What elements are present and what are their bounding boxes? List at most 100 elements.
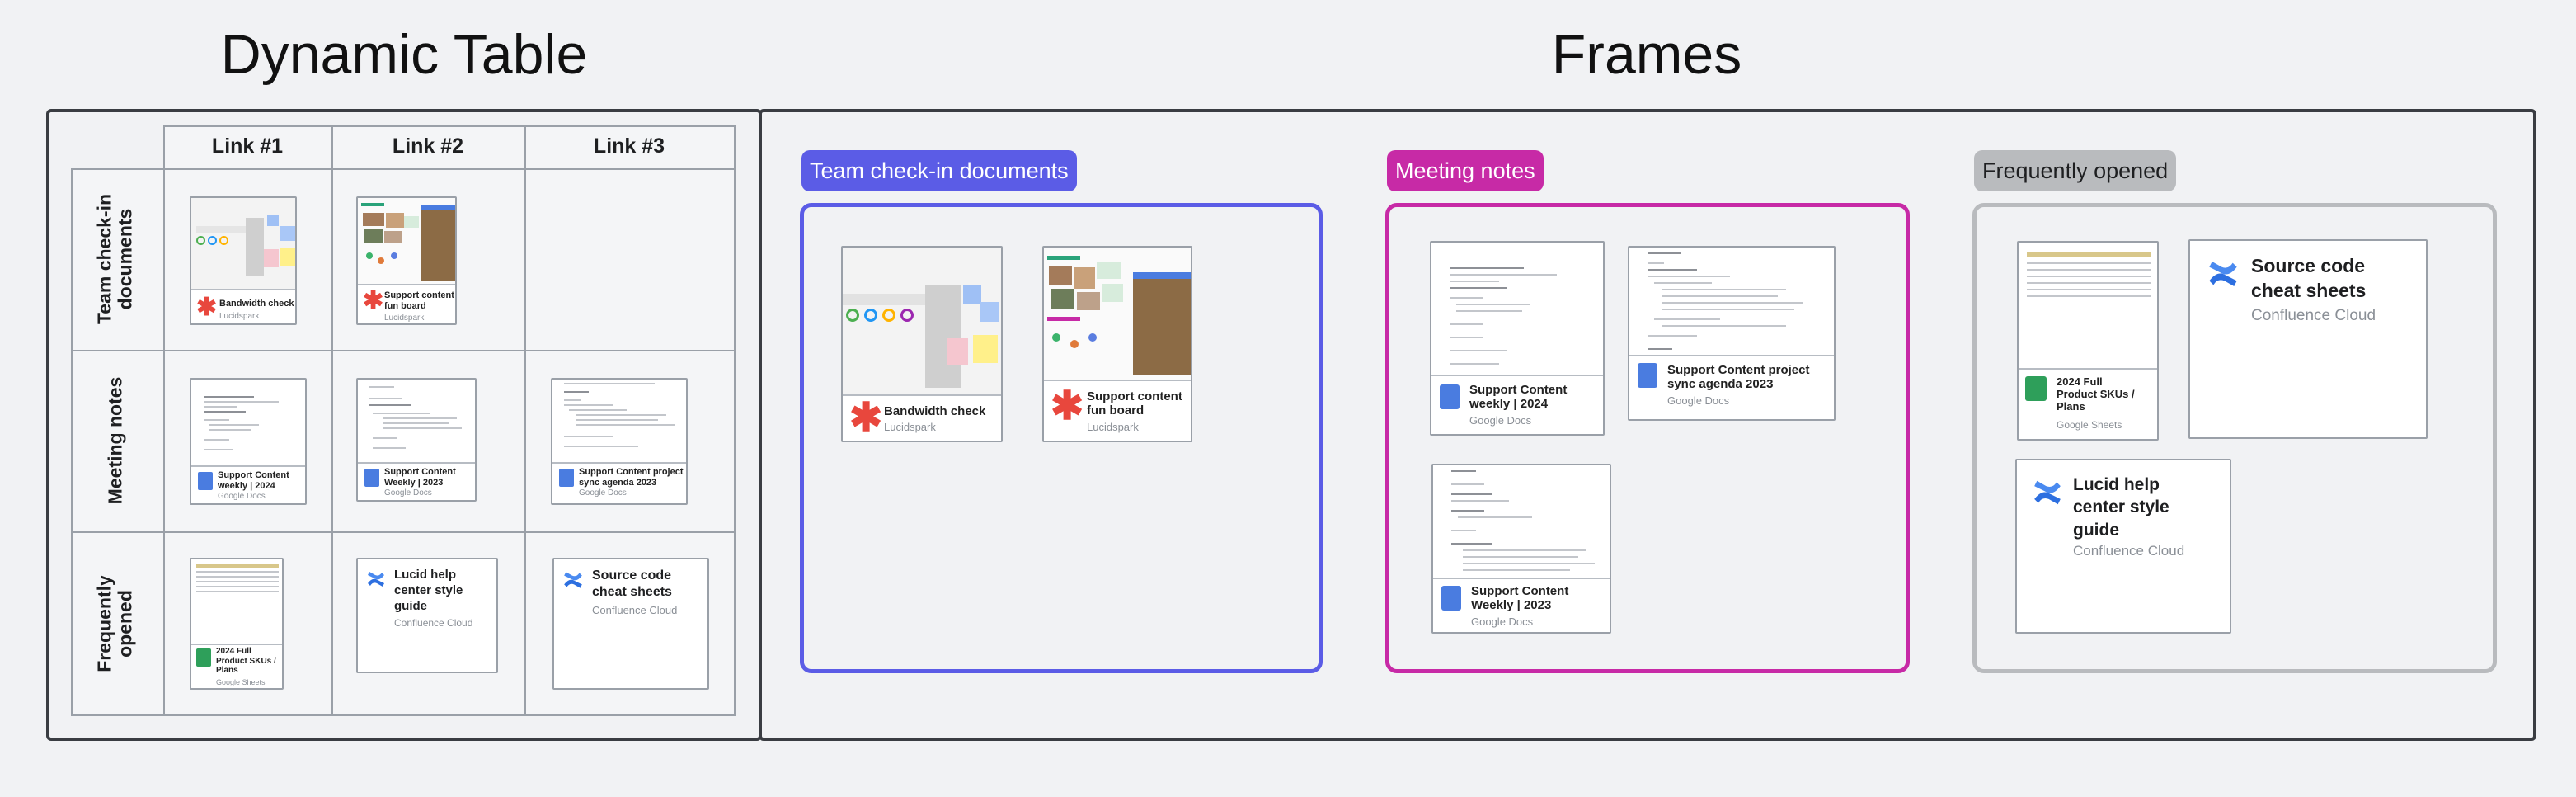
link-card-source-code[interactable]: Source code cheat sheets Confluence Clou… [552, 558, 709, 690]
doc-card-sync-agenda-2023[interactable]: Support Content project sync agenda 2023… [1628, 246, 1836, 421]
link-title-line: Source code [592, 568, 672, 582]
preview-column-top [421, 205, 455, 210]
doc-title-line: sync agenda 2023 [579, 477, 657, 488]
preview-dot [219, 236, 228, 245]
doc-title-line: Support Content [1469, 383, 1568, 397]
doc-line [1648, 252, 1681, 254]
doc-card-weekly-2024[interactable]: Support Content weekly | 2024 Google Doc… [1430, 241, 1605, 436]
column-header-link-3[interactable]: Link #3 [593, 134, 665, 158]
doc-card-product-skus[interactable]: 2024 Full Product SKUs / Plans Google Sh… [2017, 241, 2159, 441]
dynamic-table-title: Dynamic Table [220, 23, 588, 86]
doc-line [1662, 295, 1778, 297]
doc-line [204, 419, 229, 421]
doc-card-weekly-2023[interactable]: Support Content Weekly | 2023 Google Doc… [356, 378, 477, 502]
doc-source: Lucidspark [384, 314, 425, 323]
preview-dot [1070, 340, 1079, 348]
link-title-line: cheat sheets [592, 585, 672, 599]
link-card-lucid-help[interactable]: Lucid help center style guide Confluence… [2015, 459, 2231, 634]
doc-card-fun-board[interactable]: ✱ Support content fun board Lucidspark [1042, 246, 1192, 442]
sheet-row [196, 586, 279, 587]
doc-icon [198, 472, 213, 490]
doc-title: Support Content weekly | 2024 [218, 470, 289, 491]
doc-line [204, 406, 237, 408]
preview-dot [366, 252, 373, 259]
frame-meeting-notes[interactable] [1385, 203, 1910, 673]
doc-line [576, 419, 658, 421]
frame-frequently-opened[interactable] [1972, 203, 2497, 673]
doc-line [1451, 493, 1492, 495]
document-preview [552, 380, 686, 464]
doc-icon [1441, 586, 1461, 611]
frame-label-meeting-notes[interactable]: Meeting notes [1387, 150, 1544, 191]
doc-line [569, 409, 627, 411]
doc-card-sync-agenda-2023[interactable]: Support Content project sync agenda 2023… [551, 378, 688, 505]
doc-line [369, 386, 394, 388]
asterisk-icon: ✱ [849, 396, 883, 440]
document-preview [1433, 465, 1610, 579]
row-header-frequently-opened[interactable]: Frequently opened [94, 575, 137, 672]
preview-column-top [1133, 272, 1191, 279]
document-preview [1431, 243, 1603, 376]
doc-line [1463, 569, 1570, 571]
link-title-line: guide [2073, 520, 2119, 540]
link-title-line: guide [394, 598, 427, 613]
confluence-icon [2207, 257, 2240, 290]
doc-card-bandwidth-check[interactable]: ✱ Bandwidth check Lucidspark [190, 196, 297, 325]
doc-line [1662, 289, 1786, 290]
row-header-team-checkin[interactable]: Team check-in documents [94, 194, 137, 324]
doc-line [1654, 318, 1720, 320]
doc-card-weekly-2023[interactable]: Support Content Weekly | 2023 Google Doc… [1431, 464, 1611, 634]
doc-line [1648, 269, 1697, 271]
frames-title: Frames [1551, 23, 1742, 86]
doc-line [1456, 310, 1522, 312]
preview-column [421, 208, 455, 281]
doc-line [1451, 500, 1509, 502]
preview-sticky [280, 248, 295, 266]
row-header-meeting-notes[interactable]: Meeting notes [104, 377, 125, 505]
doc-title-line: Support content [1087, 389, 1182, 403]
doc-title-line: Product SKUs / [216, 656, 276, 666]
doc-icon [1440, 384, 1460, 409]
doc-line [1451, 530, 1476, 531]
doc-card-bandwidth-check[interactable]: ✱ Bandwidth check Lucidspark [841, 246, 1003, 442]
doc-title: Support Content Weekly | 2023 [384, 467, 456, 488]
frame-label-team-checkin[interactable]: Team check-in documents [801, 150, 1077, 191]
confluence-icon [2032, 477, 2063, 508]
doc-card-product-skus[interactable]: 2024 Full Product SKUs / Plans Google Sh… [190, 558, 284, 690]
frame-label-frequently-opened[interactable]: Frequently opened [1974, 150, 2177, 191]
doc-line [383, 427, 462, 429]
preview-dot [196, 236, 205, 245]
doc-title-line: Support Content [384, 467, 456, 477]
frame-team-checkin[interactable] [800, 203, 1323, 673]
sheet-row [196, 576, 279, 578]
spreadsheet-preview [2019, 243, 2157, 370]
link-title: Lucid help center style guide [394, 568, 463, 614]
preview-column [1133, 279, 1191, 375]
frames-container[interactable] [759, 109, 2536, 741]
table-grid-line [71, 168, 73, 716]
doc-card-fun-board[interactable]: ✱ Support content fun board Lucidspark [356, 196, 457, 325]
column-header-link-2[interactable]: Link #2 [392, 134, 464, 158]
preview-sticky [404, 216, 419, 228]
preview-sticky [264, 249, 279, 267]
doc-line [1450, 337, 1483, 338]
confluence-icon [562, 569, 584, 591]
sheet-row [2027, 289, 2151, 290]
doc-title-line: Support Content project [579, 467, 684, 477]
preview-sticky [280, 226, 295, 241]
doc-card-weekly-2024[interactable]: Support Content weekly | 2024 Google Doc… [190, 378, 307, 505]
doc-title-line: fun board [384, 300, 426, 311]
sheet-icon [2025, 376, 2047, 401]
preview-sticky [963, 285, 981, 304]
doc-line [576, 424, 675, 426]
preview-sticky [1102, 284, 1123, 302]
link-card-source-code[interactable]: Source code cheat sheets Confluence Clou… [2188, 239, 2428, 439]
preview-photo [363, 213, 384, 226]
doc-line [1662, 302, 1803, 304]
whiteboard-preview [358, 198, 455, 285]
doc-icon [559, 469, 574, 487]
column-header-link-1[interactable]: Link #1 [211, 134, 284, 158]
doc-icon [1638, 363, 1657, 388]
doc-title-line: Support Content [218, 470, 289, 480]
link-card-lucid-help[interactable]: Lucid help center style guide Confluence… [356, 558, 498, 673]
